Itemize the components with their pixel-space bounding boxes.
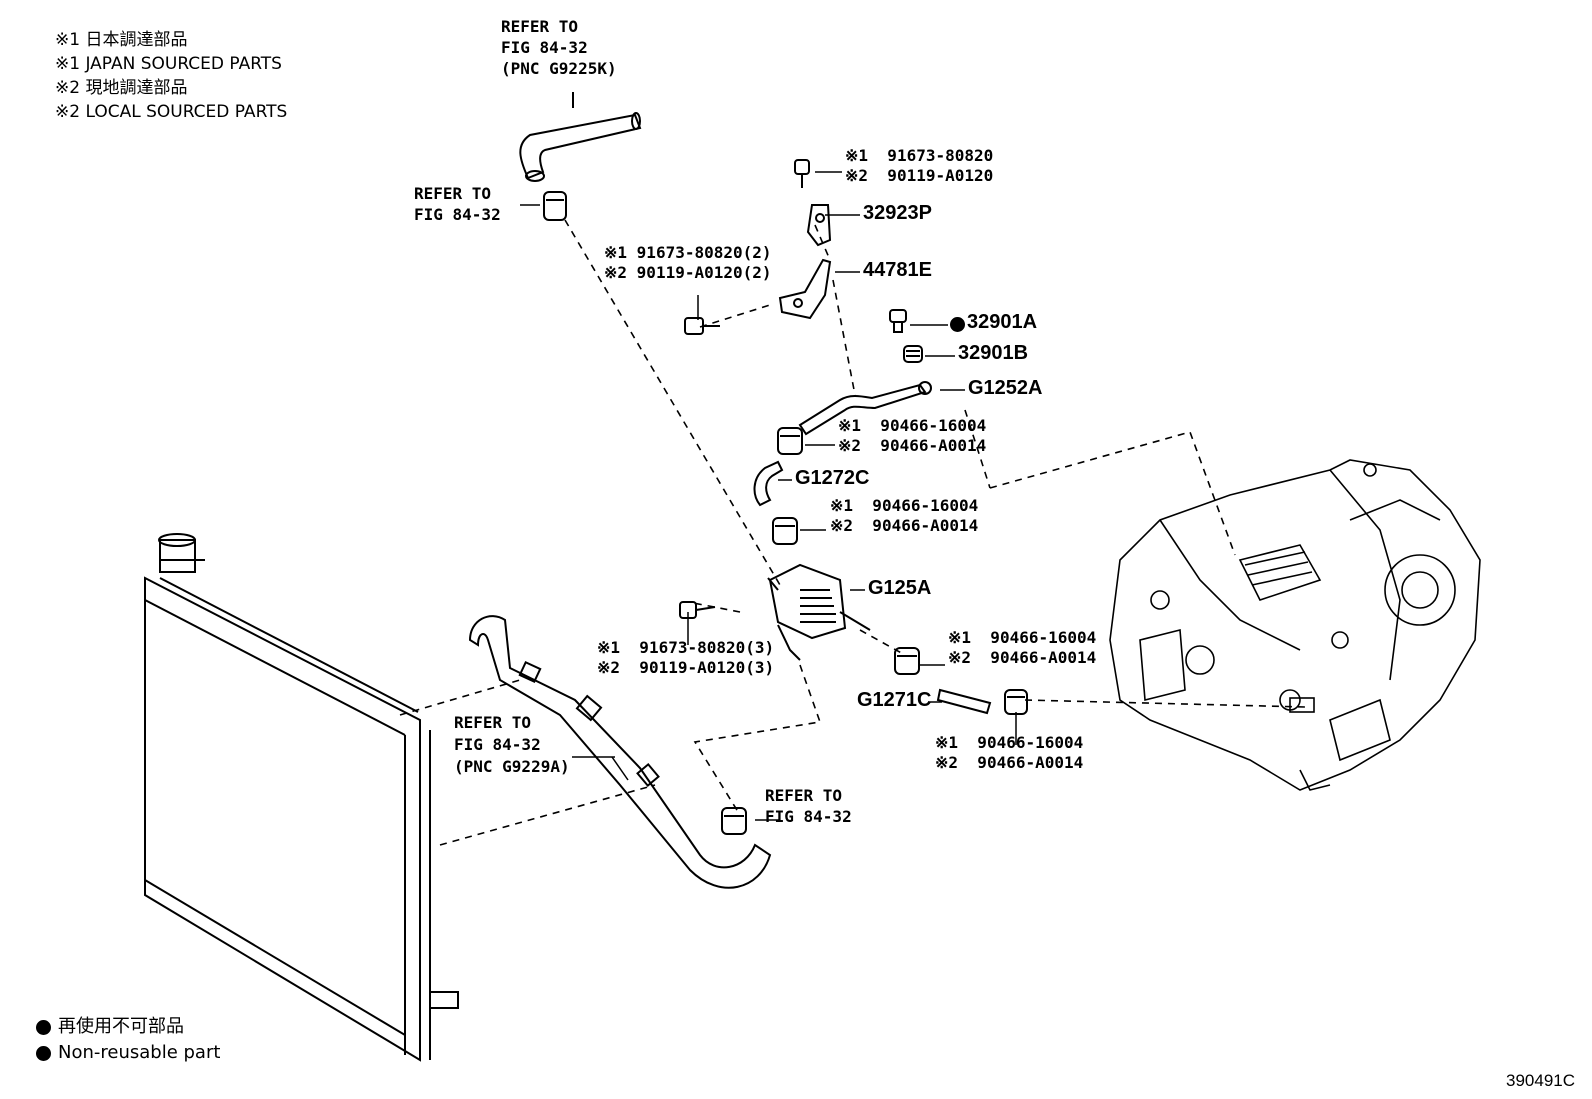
assembly-lines bbox=[399, 219, 1306, 846]
callout-clamp-1-b: ※2 90466-A0014 bbox=[838, 436, 987, 455]
figure-id: 390491C bbox=[1506, 1071, 1576, 1090]
upper-radiator-hose bbox=[519, 92, 642, 182]
part-G1271C: G1271C bbox=[857, 689, 932, 711]
part-44781E: 44781E bbox=[863, 259, 932, 281]
ref-middle-line3: (PNC G9229A) bbox=[454, 757, 570, 776]
callout-bolt-cooler-2: ※2 90119-A0120(3) bbox=[597, 658, 775, 677]
clamp-3 bbox=[894, 647, 920, 675]
legend-jp: 再使用不可部品 bbox=[58, 1016, 184, 1037]
gasket-32901B bbox=[903, 345, 923, 363]
callout-bolt-top-1: ※1 91673-80820 bbox=[845, 146, 994, 165]
legend-dot-icon bbox=[36, 1020, 51, 1035]
part-G1272C: G1272C bbox=[795, 467, 870, 489]
clamp-lower bbox=[721, 807, 747, 835]
hose-clamp-upper bbox=[543, 191, 567, 221]
part-G125A: G125A bbox=[868, 577, 932, 599]
ref-bottom-line1: REFER TO bbox=[765, 786, 843, 805]
bracket-44781E bbox=[778, 258, 832, 320]
radiator bbox=[144, 533, 459, 1062]
callout-clamp-4-a: ※1 90466-16004 bbox=[935, 733, 1084, 752]
callout-clamp-3-b: ※2 90466-A0014 bbox=[948, 648, 1097, 667]
hose-G1252A bbox=[798, 381, 932, 436]
ref-top-line1: REFER TO bbox=[501, 17, 579, 36]
ref-middle-line2: FIG 84-32 bbox=[454, 735, 541, 754]
callout-clamp-2-b: ※2 90466-A0014 bbox=[830, 516, 979, 535]
lower-radiator-hose bbox=[468, 615, 772, 889]
ref-bottom-line2: FIG 84-32 bbox=[765, 807, 852, 826]
oil-cooler-G125A bbox=[767, 563, 871, 661]
leader-lines bbox=[520, 171, 1017, 821]
ref-upper-left-line1: REFER TO bbox=[414, 184, 492, 203]
part-32901B: 32901B bbox=[958, 342, 1029, 364]
hose-G1272C bbox=[753, 460, 784, 507]
hose-G1271C bbox=[936, 688, 992, 715]
callout-clamp-3-a: ※1 90466-16004 bbox=[948, 628, 1097, 647]
non-reusable-dot-icon bbox=[950, 317, 965, 332]
callout-bolt-cooler-1: ※1 91673-80820(3) bbox=[597, 638, 775, 657]
callout-bolt-bracket-2: ※2 90119-A0120(2) bbox=[604, 263, 772, 282]
ref-upper-left-line2: FIG 84-32 bbox=[414, 205, 501, 224]
part-32923P: 32923P bbox=[863, 202, 932, 224]
callout-clamp-4-b: ※2 90466-A0014 bbox=[935, 753, 1084, 772]
clamp-4 bbox=[1004, 689, 1028, 715]
callout-clamp-1-a: ※1 90466-16004 bbox=[838, 416, 987, 435]
bolt-91673 bbox=[794, 159, 810, 188]
callout-bolt-top-2: ※2 90119-A0120 bbox=[845, 166, 994, 185]
legend-dot-icon bbox=[36, 1046, 51, 1061]
ref-middle-line1: REFER TO bbox=[454, 713, 532, 732]
legend-en: Non-reusable part bbox=[58, 1042, 221, 1063]
part-32901A: 32901A bbox=[967, 311, 1038, 333]
bolt-bracket bbox=[684, 317, 720, 335]
ref-top-line3: (PNC G9225K) bbox=[501, 59, 617, 78]
clamp-1 bbox=[777, 427, 803, 455]
note-en-2: ※2 LOCAL SOURCED PARTS bbox=[55, 102, 288, 122]
note-jp-2: ※2 現地調達部品 bbox=[55, 78, 188, 98]
part-G1252A: G1252A bbox=[968, 377, 1043, 399]
note-en-1: ※1 JAPAN SOURCED PARTS bbox=[55, 54, 282, 74]
bolt-cooler bbox=[679, 601, 716, 619]
clamp-2 bbox=[772, 517, 798, 545]
bracket-32923P bbox=[806, 204, 832, 247]
transmission bbox=[1109, 459, 1481, 791]
callout-bolt-bracket-1: ※1 91673-80820(2) bbox=[604, 243, 772, 262]
note-jp-1: ※1 日本調達部品 bbox=[55, 30, 188, 50]
ref-top-line2: FIG 84-32 bbox=[501, 38, 588, 57]
plug-32901A bbox=[889, 309, 907, 333]
callout-clamp-2-a: ※1 90466-16004 bbox=[830, 496, 979, 515]
